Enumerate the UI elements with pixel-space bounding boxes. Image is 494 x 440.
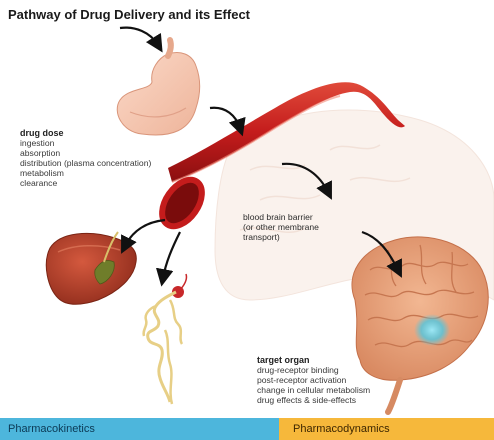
target-organ-line: drug effects & side-effects: [257, 395, 370, 405]
target-organ-block: target organ drug-receptor binding post-…: [257, 355, 370, 405]
target-organ-heading: target organ: [257, 355, 370, 365]
drug-dose-heading: drug dose: [20, 128, 151, 138]
pharmacokinetics-bar: Pharmacokinetics: [0, 418, 279, 440]
bbb-line: transport): [243, 232, 319, 242]
liver-icon: [46, 232, 136, 304]
pharmacodynamics-label: Pharmacodynamics: [293, 423, 390, 435]
stomach-icon: [117, 40, 200, 135]
target-organ-line: change in cellular metabolism: [257, 385, 370, 395]
drug-dose-line: metabolism: [20, 168, 151, 178]
bbb-line: blood brain barrier: [243, 212, 319, 222]
pharmacodynamics-bar: Pharmacodynamics: [279, 418, 494, 440]
vessel-opening: [154, 173, 210, 234]
arrow-to-stomach: [120, 28, 158, 45]
pharmacokinetics-label: Pharmacokinetics: [8, 423, 95, 435]
arrow-to-kidney: [163, 232, 180, 278]
kidney-nephron-icon: [144, 274, 187, 404]
drug-dose-line: ingestion: [20, 138, 151, 148]
drug-dose-block: drug dose ingestion absorption distribut…: [20, 128, 151, 188]
target-organ-line: post-receptor activation: [257, 375, 370, 385]
target-organ-line: drug-receptor binding: [257, 365, 370, 375]
drug-dose-line: absorption: [20, 148, 151, 158]
diagram-title: Pathway of Drug Delivery and its Effect: [8, 7, 250, 22]
brain-icon: [352, 237, 488, 412]
drug-dose-line: distribution (plasma concentration): [20, 158, 151, 168]
target-glow: [414, 314, 450, 346]
bbb-line: (or other membrane: [243, 222, 319, 232]
bbb-block: blood brain barrier (or other membrane t…: [243, 212, 319, 242]
drug-dose-line: clearance: [20, 178, 151, 188]
arrow-to-liver: [125, 220, 165, 246]
